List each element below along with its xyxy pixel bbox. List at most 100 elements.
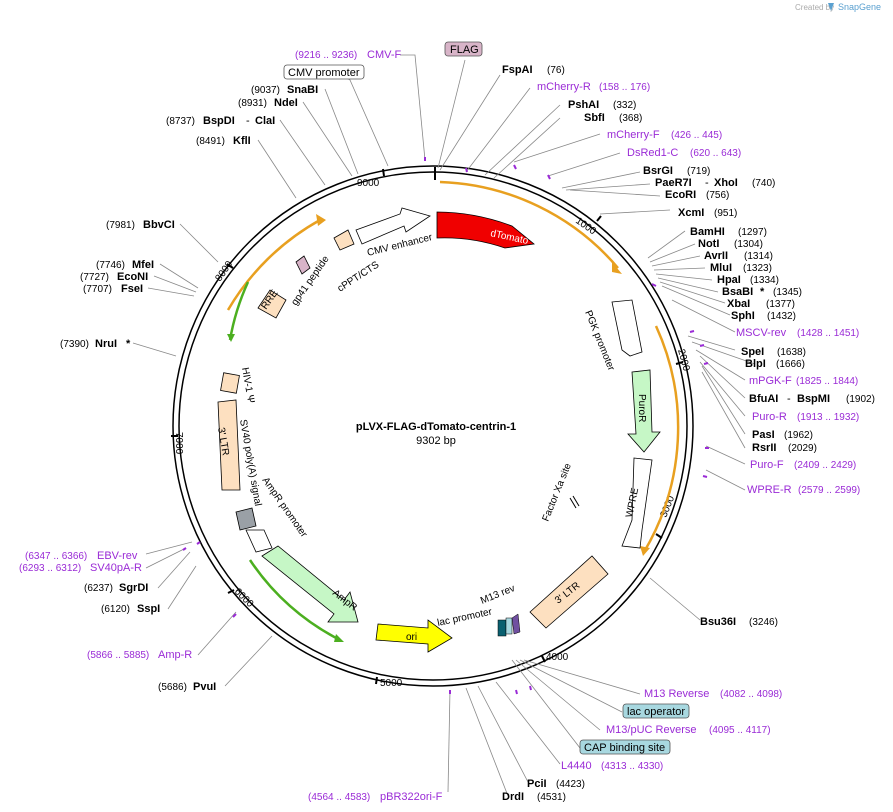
cap-binding-label: CAP binding site (584, 742, 665, 754)
orange-arrow-2 (640, 546, 650, 556)
dsred1c-name: DsRed1-C (627, 147, 678, 159)
mcherryf-range: (426 .. 445) (671, 130, 722, 141)
hpai-name: HpaI (717, 274, 741, 286)
bamhi-name: BamHI (690, 226, 725, 238)
mlui-pos: (1323) (743, 263, 772, 274)
avrii-pos: (1314) (744, 251, 773, 262)
lac-operator-label: lac operator (627, 706, 685, 718)
feature-factorxa-mark (569, 497, 577, 509)
pvui-pos: (5686) (158, 682, 187, 693)
feature-wpre[interactable] (621, 457, 653, 549)
m13reverse-range: (4082 .. 4098) (720, 689, 782, 700)
feature-hiv1-box[interactable] (220, 372, 240, 394)
m13puc-range: (4095 .. 4117) (709, 725, 771, 736)
feature-dtomato[interactable] (436, 211, 535, 249)
cmv-promoter-box[interactable] (283, 64, 365, 80)
feature-pgk-promoter[interactable] (611, 299, 643, 357)
purof-name: Puro-F (750, 459, 784, 471)
primer-marks (182, 157, 709, 695)
backbone-inner (178, 171, 688, 681)
bfuai-pos: (1902) (846, 394, 875, 405)
paer7i-pos: (740) (752, 178, 775, 189)
feature-3ltr-left[interactable] (217, 399, 241, 491)
mscvrev-name: MSCV-rev (736, 327, 787, 339)
feature-3ltr-left-label: 3' LTR (215, 427, 231, 457)
mcherryf-name: mCherry-F (607, 129, 660, 141)
feature-3ltr-right[interactable] (529, 555, 609, 629)
green-arc-ampr (248, 559, 341, 642)
bbvci-name: BbvCI (143, 219, 175, 231)
bfuai-name: BfuAI (749, 393, 778, 405)
green-arrow-2 (334, 634, 344, 642)
feature-sv40-box[interactable] (235, 507, 257, 531)
xbai-name: XbaI (727, 298, 750, 310)
bsabi-name: BsaBI (722, 286, 753, 298)
l4440-range: (4313 .. 4330) (601, 761, 663, 772)
tick-7000: 7000 (173, 432, 184, 455)
flag-label: FLAG (450, 44, 479, 56)
pasi-pos: (1962) (784, 430, 813, 441)
cmvf-range: (9216 .. 9236) (295, 50, 357, 61)
sv40par-range: (6293 .. 6312) (19, 563, 81, 574)
feature-cppt-label: cPPT/CTS (336, 259, 382, 294)
snapgene-logo: SnapGene (838, 2, 881, 12)
hpai-pos: (1334) (750, 275, 779, 286)
orange-arrow-3 (316, 214, 326, 226)
tick-9000: 9000 (357, 178, 380, 189)
feature-cap-box[interactable] (505, 617, 513, 635)
feature-ampr-promoter[interactable] (245, 529, 273, 553)
mcherryr-range: (158 .. 176) (599, 82, 650, 93)
snabi-pos: (9037) (251, 85, 280, 96)
xbai-pos: (1377) (766, 299, 795, 310)
feature-ampr[interactable] (261, 545, 359, 623)
flag-box[interactable] (444, 41, 483, 57)
xcmi-pos: (951) (714, 208, 737, 219)
sspi-name: SspI (137, 603, 160, 615)
xcmi-name: XcmI (678, 207, 704, 219)
ndei-name: NdeI (274, 97, 298, 109)
feature-rre[interactable] (257, 289, 287, 319)
feature-ori[interactable] (375, 619, 453, 653)
pvui-name: PvuI (193, 681, 216, 693)
rsrii-pos: (2029) (788, 443, 817, 454)
m13puc-name: M13/pUC Reverse (606, 724, 696, 736)
clai-name: ClaI (255, 115, 275, 127)
feature-m13-arrow[interactable] (511, 613, 521, 635)
l4440-name: L4440 (561, 760, 592, 772)
feature-m13rev-label: M13 rev (479, 583, 517, 607)
ebvrev-name: EBV-rev (97, 550, 138, 562)
blpi-name: BlpI (745, 358, 766, 370)
pshai-name: PshAI (568, 99, 599, 111)
cap-binding-box[interactable] (579, 739, 671, 755)
tick-marks (171, 168, 684, 685)
ebvrev-range: (6347 .. 6366) (25, 551, 87, 562)
feature-lac-operator-box[interactable] (497, 619, 507, 637)
bsu36i-pos: (3246) (749, 617, 778, 628)
mpgkf-name: mPGK-F (749, 375, 792, 387)
cmvf-name: CMV-F (367, 49, 402, 61)
mcherryr-name: mCherry-R (537, 81, 591, 93)
plasmid-length: 9302 bp (416, 435, 456, 447)
cmv-promoter-label: CMV promoter (288, 67, 360, 79)
ndei-pos: (8931) (238, 98, 267, 109)
bsabi-pos: (1345) (773, 287, 802, 298)
green-arrow-1 (227, 334, 235, 342)
feature-cppt[interactable] (333, 229, 355, 251)
feature-puror[interactable] (627, 369, 661, 453)
mpgkf-range: (1825 .. 1844) (796, 376, 858, 387)
ecori-name: EcoRI (665, 189, 696, 201)
pbr322-name: pBR322ori-F (380, 791, 443, 803)
pcii-name: PciI (527, 778, 547, 790)
fsei-pos: (7707) (83, 284, 112, 295)
lac-operator-box[interactable] (622, 703, 690, 719)
dsred1c-range: (620 .. 643) (690, 148, 741, 159)
feature-ori-label: ori (406, 632, 417, 643)
feature-gp41[interactable] (295, 255, 311, 275)
feature-cmv-enhancer[interactable] (355, 207, 431, 245)
orange-arrow-1 (612, 262, 622, 274)
snabi-name: SnaBI (287, 84, 318, 96)
plasmid-name: pLVX-FLAG-dTomato-centrin-1 (356, 421, 516, 433)
feature-sv40-label: SV40 poly(A) signal (237, 419, 263, 507)
sphi-name: SphI (731, 310, 755, 322)
